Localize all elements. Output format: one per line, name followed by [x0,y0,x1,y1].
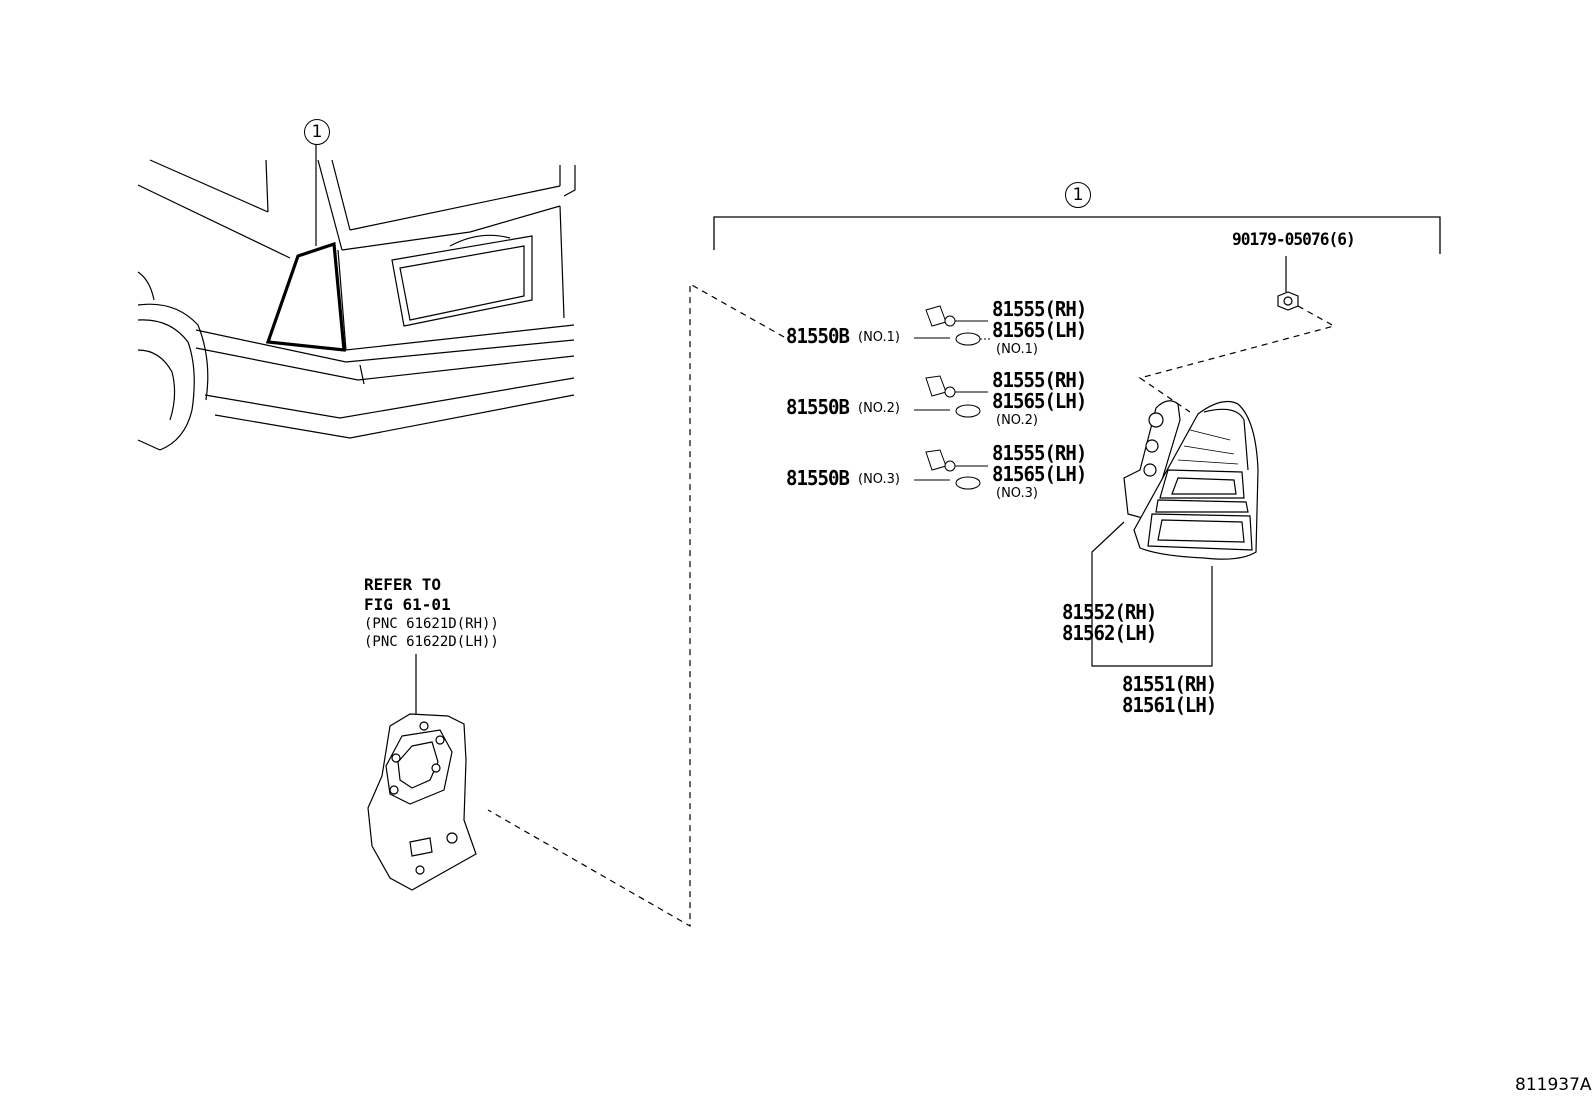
socket-part-number-1: 81550B [786,324,850,348]
lamp-part-leaders [1091,521,1213,667]
lens-lh: 81562(LH) [1062,621,1157,645]
bulb-rh-1: 81555(RH) [992,297,1087,321]
socket-no-2: (NO.2) [858,401,900,416]
figure-code: 811937A [1515,1075,1592,1095]
bulb-socket-group-2 [914,375,988,418]
reference-line-4: (PNC 61622D(LH)) [364,634,499,650]
bulb-lh-2: 81565(LH) [992,389,1087,413]
reference-line-1: REFER TO [364,575,442,594]
fastener-part-number: 90179-05076(6) [1232,230,1356,250]
socket-no-1: (NO.1) [858,330,900,345]
bulb-socket-group-3 [914,449,988,490]
assembly-bracket-line [713,216,1441,254]
callout-marker-vehicle: 1 [304,119,330,145]
bulb-no-1: (NO.1) [996,342,1038,357]
fastener-nut-icon [1277,256,1299,311]
tail-lamp-assembly-illustration [1123,400,1259,560]
tail-lamp-location-outline [265,241,346,352]
bulb-no-3: (NO.3) [996,486,1038,501]
lens-rh: 81552(RH) [1062,600,1157,624]
lamp-assy-rh: 81551(RH) [1122,672,1217,696]
bulb-no-2: (NO.2) [996,413,1038,428]
socket-part-number-2: 81550B [786,395,850,419]
bulb-lh-1: 81565(LH) [992,318,1087,342]
vehicle-rear-illustration [137,159,576,451]
lamp-assy-lh: 81561(LH) [1122,693,1217,717]
reference-line-2: FIG 61-01 [364,595,451,614]
socket-no-3: (NO.3) [858,472,900,487]
socket-part-number-3: 81550B [786,466,850,490]
bulb-lh-3: 81565(LH) [992,462,1087,486]
rear-panel-illustration [367,654,477,891]
bulb-socket-group-1 [914,305,992,346]
bulb-rh-2: 81555(RH) [992,368,1087,392]
bulb-rh-3: 81555(RH) [992,441,1087,465]
reference-line-3: (PNC 61621D(RH)) [364,616,499,632]
callout-marker-assembly: 1 [1065,182,1091,208]
dashed-assembly-lines [487,282,1336,928]
